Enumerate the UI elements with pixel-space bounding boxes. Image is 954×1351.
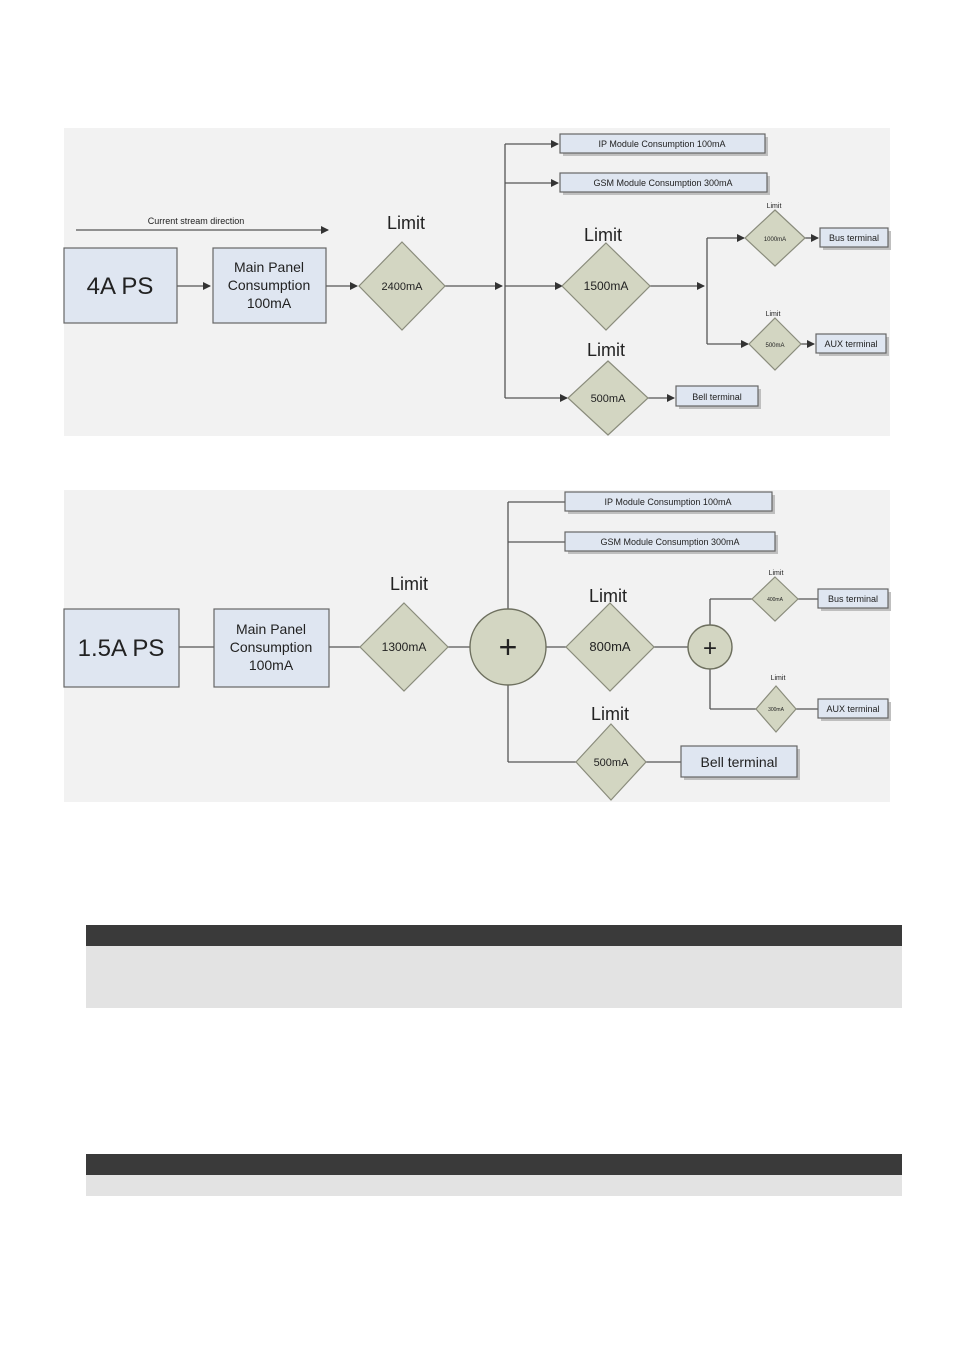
main-panel-box (212, 247, 327, 324)
bell-terminal-label: Bell terminal (692, 392, 742, 402)
gsm-module-box (564, 531, 776, 552)
gsm-module-label: GSM Module Consumption 300mA (600, 537, 739, 547)
power-supply-label: 1.5A PS (78, 635, 165, 662)
limit-label: Limit (771, 675, 786, 682)
limit-value: 300mA (768, 707, 785, 713)
gsm-module-label: GSM Module Consumption 300mA (593, 178, 732, 188)
sum-node-plus: + (499, 629, 518, 665)
limit-label: Limit (767, 203, 782, 210)
limit-value: 2400mA (382, 281, 424, 293)
limit-diamond (755, 685, 797, 733)
bus-terminal-label: Bus terminal (829, 233, 879, 243)
limit-label: Limit (584, 225, 622, 245)
table-2-body (86, 1175, 902, 1196)
main-panel-line-1: Main Panel (234, 259, 304, 275)
limit-label: Limit (387, 213, 425, 233)
limit-diamond (561, 242, 651, 331)
bell-terminal-box (680, 745, 798, 778)
limit-diamond (748, 317, 802, 371)
ip-module-label: IP Module Consumption 100mA (599, 139, 726, 149)
table-2-header (86, 1154, 902, 1175)
bus-terminal-label: Bus terminal (828, 594, 878, 604)
bus-terminal-box (819, 227, 889, 248)
limit-value: 1000mA (764, 237, 786, 243)
limit-diamond (358, 241, 446, 331)
limit-value: 800mA (589, 639, 631, 654)
power-supply-box (63, 247, 178, 324)
main-panel-line-1: Main Panel (236, 621, 306, 637)
main-panel-line-2: Consumption (228, 277, 311, 293)
limit-label: Limit (769, 570, 784, 577)
limit-value: 500mA (591, 393, 627, 405)
limit-diamond (567, 360, 649, 436)
main-panel-line-3: 100mA (249, 657, 294, 673)
limit-diamond (565, 602, 655, 692)
bell-terminal-label: Bell terminal (700, 754, 777, 770)
limit-diamond (751, 576, 799, 622)
sum-node (469, 608, 547, 686)
ip-module-label: IP Module Consumption 100mA (605, 497, 732, 507)
bus-terminal-box (817, 588, 889, 609)
main-panel-line-3: 100mA (247, 295, 292, 311)
limit-value: 500mA (594, 757, 630, 769)
ip-module-box (559, 133, 766, 154)
limit-diamond (744, 209, 806, 267)
table-1-header (86, 925, 902, 946)
limit-value: 1500mA (584, 279, 629, 293)
table-1-body (86, 946, 902, 1008)
bell-terminal-box (675, 385, 759, 407)
sum-node (687, 624, 733, 670)
limit-value: 500mA (765, 343, 784, 349)
aux-terminal-box (817, 698, 889, 719)
limit-value: 1300mA (382, 640, 427, 654)
diagram-1: Current stream direction 4A PS Main Pane… (63, 133, 891, 436)
limit-diamond (359, 602, 449, 692)
limit-label: Limit (587, 340, 625, 360)
power-supply-box (63, 608, 180, 688)
main-panel-line-2: Consumption (230, 639, 313, 655)
limit-label: Limit (589, 586, 627, 606)
main-panel-box (213, 608, 330, 688)
aux-terminal-label: AUX terminal (826, 704, 879, 714)
limit-label: Limit (591, 704, 629, 724)
diagram-2: 1.5A PS Main Panel Consumption 100mA Lim… (63, 491, 891, 801)
limit-label: Limit (766, 311, 781, 318)
limit-diamond (575, 723, 647, 801)
limit-label: Limit (390, 574, 428, 594)
aux-terminal-box (815, 333, 887, 354)
ip-module-box (564, 491, 773, 512)
aux-terminal-label: AUX terminal (824, 339, 877, 349)
direction-label: Current stream direction (148, 216, 245, 226)
sum-node-plus: + (703, 635, 717, 662)
limit-value: 400mA (767, 597, 784, 603)
power-supply-label: 4A PS (87, 273, 154, 300)
gsm-module-box (559, 172, 768, 193)
